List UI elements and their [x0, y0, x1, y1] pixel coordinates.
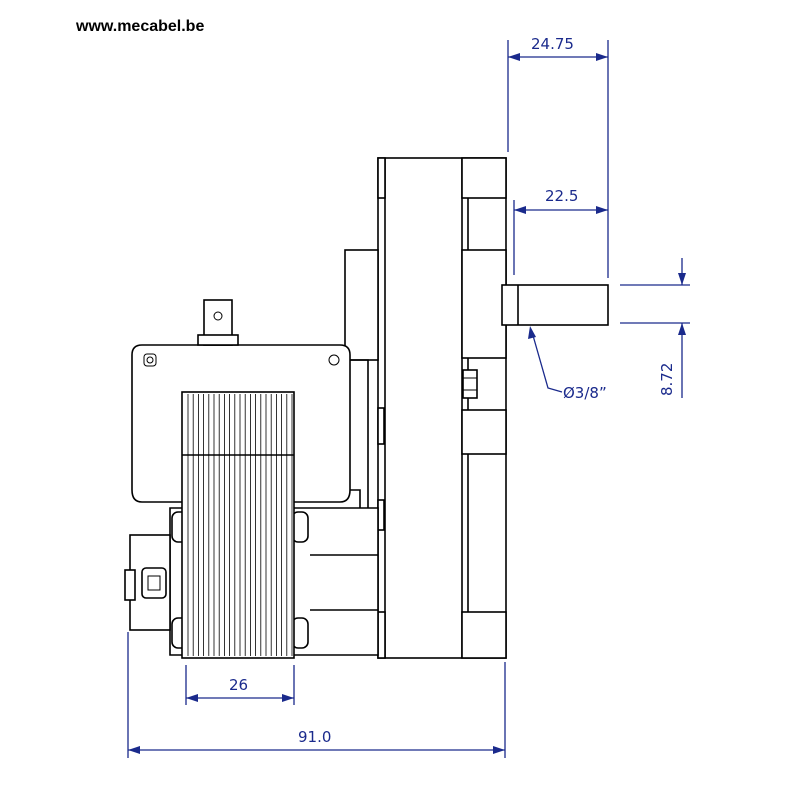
stator-core [181, 391, 295, 659]
dim-shaft-diameter: Ø3/8” [563, 384, 607, 402]
dim-shaft-offset: 8.72 [658, 363, 676, 396]
dim-overall-width: 91.0 [298, 728, 331, 746]
dim-stator-width: 26 [229, 676, 248, 694]
dimension-lines [127, 40, 690, 758]
gearbox-housing [344, 157, 609, 659]
dim-shaft-length: 22.5 [545, 187, 578, 205]
dim-shaft-length-total: 24.75 [531, 35, 574, 53]
site-url[interactable]: www.mecabel.be [76, 18, 205, 35]
